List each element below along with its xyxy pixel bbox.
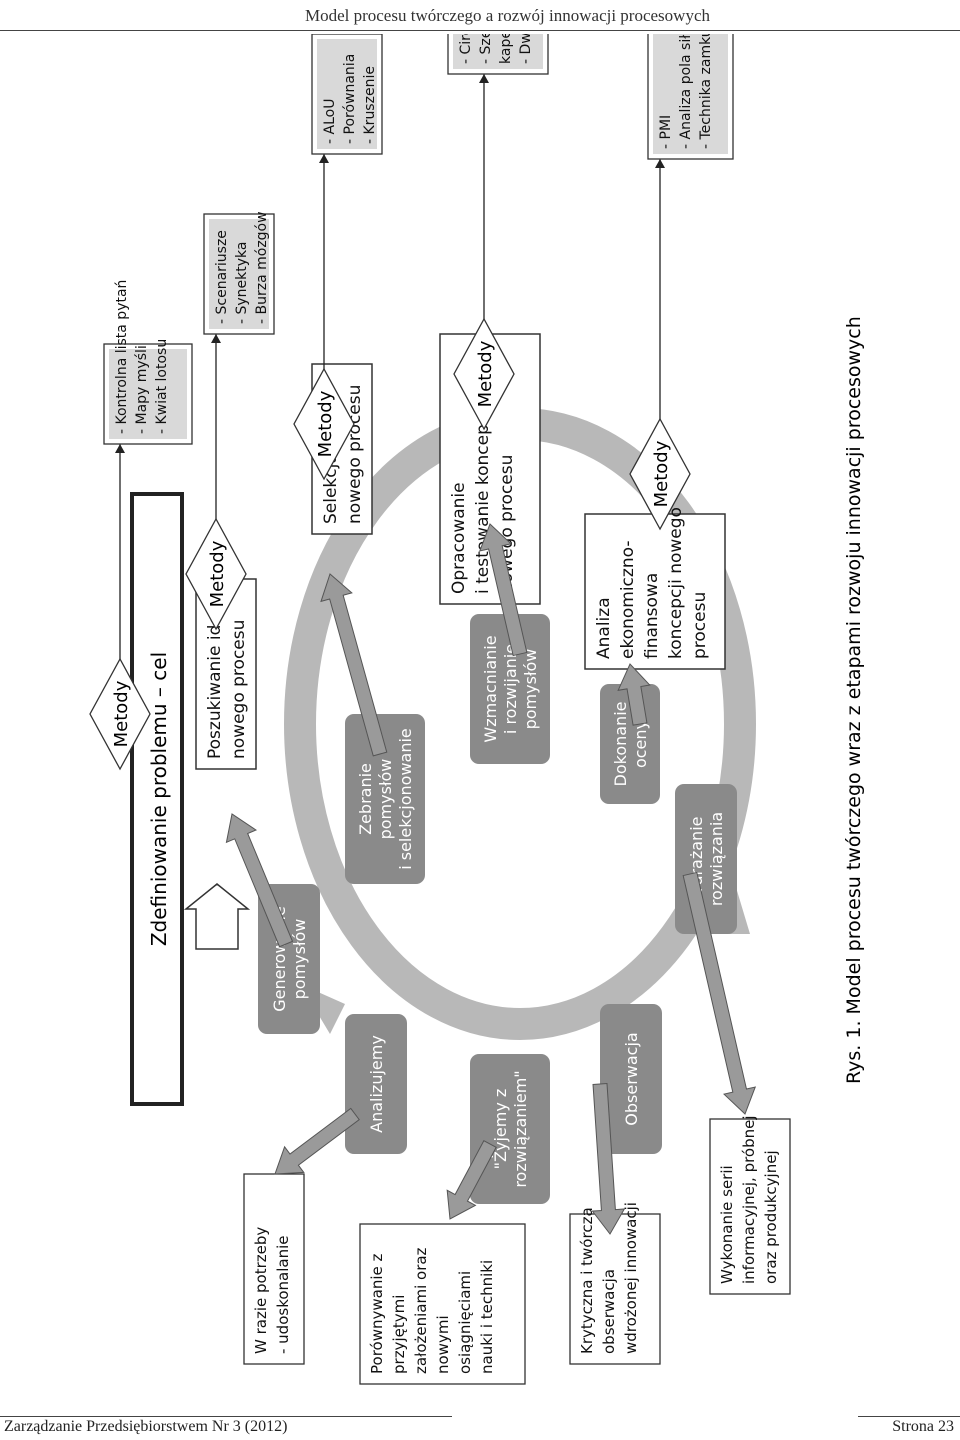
stage-label: Analiza — [594, 597, 614, 659]
flow-arrow-icon — [617, 663, 651, 726]
cycle-item-box — [345, 1014, 407, 1154]
cycle-item-label: i rozwijanie — [501, 644, 520, 734]
cycle-item-label: Dokonanie — [611, 702, 630, 787]
outer-note-label: wdrożonej innowacji — [622, 1202, 640, 1354]
outer-note-label: nauki i techniki — [478, 1260, 496, 1374]
arrowhead-icon — [479, 74, 489, 83]
stage-label: Poszukiwanie idei — [205, 609, 225, 759]
outer-note-label: obserwacja — [600, 1269, 618, 1354]
stage-label: Opracowanie — [449, 482, 469, 594]
method-list-item: - PMI — [658, 115, 674, 149]
page-header: Model procesu twórczego a rozwój innowac… — [0, 0, 960, 34]
cycle-item-label: pomysłów — [290, 919, 309, 1000]
stage-label: ekonomiczno- — [618, 541, 638, 659]
flow-arrow-icon — [225, 813, 294, 948]
stage-label: nowego procesu — [229, 620, 249, 759]
cycle-item-label: "Żyjemy z — [491, 1089, 510, 1170]
outer-note-label: W razie potrzeby — [252, 1227, 270, 1354]
method-diamond-label: Metody — [651, 440, 672, 507]
method-list-item: kapeluszy — [498, 34, 514, 64]
outer-note-label: nowymi — [434, 1315, 452, 1374]
outer-note-label: Porównywanie z — [368, 1254, 386, 1374]
arrowhead-icon — [319, 154, 329, 163]
method-list-item: - ALoU — [322, 99, 338, 144]
flow-arrow-icon — [274, 1107, 360, 1175]
arrowhead-icon — [115, 444, 125, 453]
header-rule — [0, 30, 960, 31]
cycle-item-box — [470, 614, 550, 764]
figure-caption: Rys. 1. Model procesu twórczego wraz z e… — [843, 316, 865, 1084]
method-list-item: - Kontrolna lista pytań — [114, 280, 130, 434]
flow-arrow-icon — [320, 573, 388, 757]
method-list-item: - Burza mózgów — [254, 211, 270, 324]
stage-label: nowego procesu — [345, 385, 365, 524]
flow-arrow-icon — [446, 1140, 497, 1220]
method-list-item: - Dwa wyrazy — [518, 34, 534, 64]
cycle-item-box — [345, 714, 425, 884]
outer-note-label: przyjętymi — [390, 1295, 408, 1374]
outer-note-box — [359, 1223, 526, 1385]
problem-box — [130, 492, 184, 1106]
method-list-shade — [109, 349, 187, 439]
outer-note-box — [709, 1118, 791, 1295]
stage-label: i testowanie koncepcji — [473, 405, 493, 594]
cycle-item-label: Zebranie — [356, 763, 375, 835]
method-list-item: - Technika zamku — [698, 34, 714, 149]
stage-label: finansowa — [642, 573, 662, 659]
cycle-item-label: pomysłów — [376, 759, 395, 840]
footer-rule-left — [0, 1416, 452, 1417]
flow-arrow-icon — [591, 1083, 626, 1235]
header-title: Model procesu twórczego a rozwój innowac… — [304, 6, 710, 25]
method-list-shade — [209, 219, 269, 329]
cycle-item-label: oceny — [631, 720, 650, 768]
method-list-item: - Porównania — [342, 54, 358, 144]
hollow-arrow-icon — [183, 883, 251, 950]
method-list-item: - Kwiat lotosu — [154, 339, 170, 434]
stage-label: koncepcji nowego — [666, 507, 686, 659]
outer-note-label: Wykonanie serii — [718, 1165, 736, 1284]
outer-note-label: - udoskonalanie — [274, 1236, 292, 1355]
method-diamond-label: Metody — [315, 390, 336, 457]
cycle-item-label: pomysłów — [521, 649, 540, 730]
method-list-item: - Sześć myślowych — [478, 34, 494, 64]
flow-arrow-icon — [682, 871, 757, 1115]
method-list-shade — [317, 39, 377, 149]
outer-note-label: informacyjnej, próbnej — [740, 1115, 758, 1284]
stage-label: procesu — [690, 592, 710, 659]
footer-page-number: Strona 23 — [892, 1418, 954, 1435]
method-list-item: - Synektyka — [234, 242, 250, 324]
cycle-item-label: rozwiązania — [707, 812, 726, 906]
method-list-shade — [653, 34, 728, 154]
method-diamond-label: Metody — [207, 540, 228, 607]
method-list-item: - Mapy myśli — [134, 345, 150, 434]
flow-arrow-icon — [479, 523, 528, 657]
process-diagram: Zdefiniowanie problemu – cel Generowanie… — [89, 34, 865, 1385]
cycle-item-box — [600, 1004, 662, 1154]
method-list-item: - Circept — [458, 34, 474, 64]
method-list-item: - Analiza pola sił — [678, 35, 694, 149]
arrowhead-icon — [655, 159, 665, 168]
footer-journal: Zarządzanie Przedsiębiorstwem Nr 3 (2012… — [4, 1418, 288, 1435]
method-list-item: - Kruszenie — [362, 66, 378, 144]
outer-note-box — [243, 1173, 305, 1365]
cycle-item-box — [470, 1054, 550, 1204]
outer-note-label: założeniami oraz — [412, 1247, 430, 1374]
cycle-item-label: rozwiązaniem" — [511, 1070, 530, 1187]
method-diamond-label: Metody — [111, 680, 132, 747]
outer-note-label: Krytyczna i twórcza — [578, 1207, 596, 1354]
method-diamond-label: Metody — [475, 340, 496, 407]
footer-rule-right — [858, 1416, 960, 1417]
problem-box-label: Zdefiniowanie problemu – cel — [147, 652, 171, 946]
cycle-item-label: Obserwacja — [622, 1032, 641, 1125]
method-list-item: - Scenariusze — [214, 230, 230, 324]
outer-note-label: oraz produkcyjnej — [762, 1150, 780, 1284]
cycle-item-label: Wzmacnianie — [481, 635, 500, 742]
cycle-item-label: Analizujemy — [367, 1035, 386, 1133]
arrowhead-icon — [211, 334, 221, 343]
cycle-item-label: i selekcjonowanie — [396, 728, 415, 870]
outer-note-label: osiągnięciami — [456, 1271, 474, 1374]
